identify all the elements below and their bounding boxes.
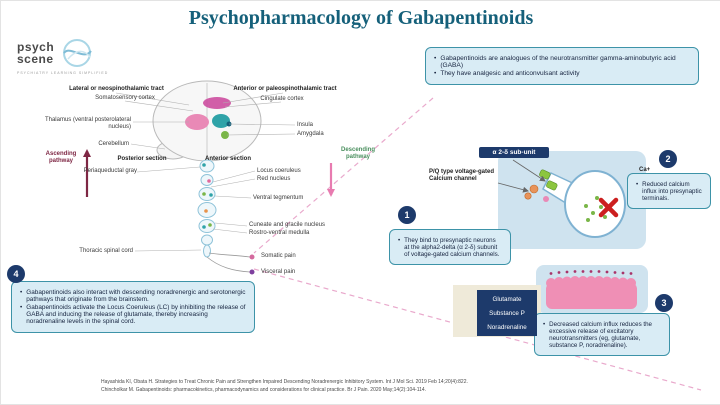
label-pq-line2: Calcium channel <box>429 176 477 183</box>
alpha-subunit-tag: α 2-δ sub-unit <box>479 147 549 158</box>
label-descending-pathway: Descending pathway <box>340 147 375 161</box>
step-1-text: They bind to presynaptic neurons at the … <box>404 236 500 258</box>
blocked-influx-x <box>598 197 619 218</box>
label-locus-coeruleus: Locus coeruleus <box>257 168 301 174</box>
neurotransmitter-noradrenaline: Noradrenaline <box>487 323 527 331</box>
bullet-dot: • <box>434 70 437 77</box>
bullet-dot: • <box>434 54 437 62</box>
neurotransmitter-substance-p: Substance P <box>489 309 525 317</box>
pain-afferents <box>206 252 251 273</box>
step-3-callout: •Decreased calcium influx reduces the ex… <box>534 313 670 356</box>
bullet-dot: • <box>20 288 23 296</box>
neurotransmitter-glutamate: Glutamate <box>492 295 522 303</box>
label-pq-channel: P/Q type voltage-gated Calcium channel <box>429 169 513 183</box>
bullet-dot: • <box>398 236 401 244</box>
label-posterior-section: Posterior section <box>117 156 167 162</box>
reference-2: Chincholkar M. Gabapentinoids: pharmacok… <box>101 387 427 393</box>
step-4-badge: 4 <box>7 265 25 283</box>
neurotransmitter-box: Glutamate Substance P Noradrenaline <box>477 290 537 336</box>
label-cingulate-cortex: Cingulate cortex <box>260 96 304 102</box>
brainstem-illustration <box>197 159 217 258</box>
postsynaptic-membrane <box>546 270 637 309</box>
step-4-callout: •Gabapentinoids also interact with desce… <box>11 281 255 333</box>
label-rostro-ventral-medulla: Rostro-ventral medulla <box>249 230 310 236</box>
label-periaqueductal-gray: Periaqueductal gray <box>83 168 137 174</box>
label-lateral-tract: Lateral or neospinothalamic tract <box>69 86 164 92</box>
bullet-dot: • <box>543 320 546 328</box>
bullet-dot: • <box>636 180 639 188</box>
logo-swirl-icon <box>63 39 93 67</box>
label-amygdala: Amygdala <box>297 131 324 137</box>
step-2-text: Reduced calcium influx into presynaptic … <box>642 180 702 202</box>
reference-1: Hayashida KI, Obata H. Strategies to Tre… <box>101 379 468 385</box>
channel-pointer <box>497 182 529 193</box>
presynaptic-terminal <box>524 169 626 238</box>
step-2-callout: •Reduced calcium influx into presynaptic… <box>627 173 711 209</box>
step-1-badge: 1 <box>398 206 416 224</box>
label-pq-line1: P/Q type voltage-gated <box>429 169 495 175</box>
logo-text: psych scene <box>17 41 54 65</box>
step-3-text: Decreased calcium influx reduces the exc… <box>549 320 653 349</box>
synapse-panel <box>498 151 646 249</box>
intro-callout: •Gabapentinoids are analogues of the neu… <box>425 47 699 85</box>
logo-word-2: scene <box>17 52 54 66</box>
step-1-callout: •They bind to presynaptic neurons at the… <box>389 229 511 265</box>
logo-word-1: psych <box>17 40 55 54</box>
label-somatic-pain: Somatic pain <box>261 253 296 259</box>
label-ascending-pathway: Ascending pathway <box>45 151 77 165</box>
label-red-nucleus: Red nucleus <box>257 176 291 182</box>
bullet-dot: • <box>20 304 23 311</box>
label-cerebellum: Cerebellum <box>98 141 129 147</box>
page-title: Psychopharmacology of Gabapentinoids <box>188 7 534 29</box>
brainstem-nuclei-dots <box>202 163 213 229</box>
label-thalamus: Thalamus (ventral posterolateral nucleus… <box>44 117 131 131</box>
label-ventral-tegmentum: Ventral tegmentum <box>253 195 304 201</box>
intro-bullet-1: Gabapentinoids are analogues of the neur… <box>440 54 676 69</box>
label-thoracic-spinal-cord: Thoracic spinal cord <box>79 248 133 254</box>
label-somatosensory-cortex: Somatosensory cortex <box>95 95 155 101</box>
references: Hayashida KI, Obata H. Strategies to Tre… <box>101 378 641 394</box>
alpha-subunit-pointer <box>512 159 546 182</box>
label-cuneate-gracile: Cuneate and gracile nucleus <box>249 222 326 228</box>
label-visceral-pain: Visceral pain <box>261 269 296 275</box>
somatic-pain-dot <box>249 254 255 260</box>
logo-tagline: psychiatry learning simplified <box>17 71 109 75</box>
visceral-pain-dot <box>249 269 255 275</box>
intro-bullet-2: They have analgesic and anticonvulsant a… <box>440 70 580 77</box>
step-4-bullet-2: Gabapentinoids activate the Locus Coerul… <box>26 304 246 325</box>
step-4-bullet-1: Gabapentinoids also interact with descen… <box>26 288 246 303</box>
postsynaptic-panel <box>536 265 648 313</box>
label-anterior-tract: Anterior or paleospinothalamic tract <box>233 86 337 92</box>
psych-scene-logo: psych scene psychiatry learning simplifi… <box>17 37 108 75</box>
label-insula: Insula <box>297 122 314 128</box>
step-3-badge: 3 <box>655 294 673 312</box>
label-anterior-section: Anterior section <box>204 156 251 162</box>
step-2-badge: 2 <box>659 150 677 168</box>
